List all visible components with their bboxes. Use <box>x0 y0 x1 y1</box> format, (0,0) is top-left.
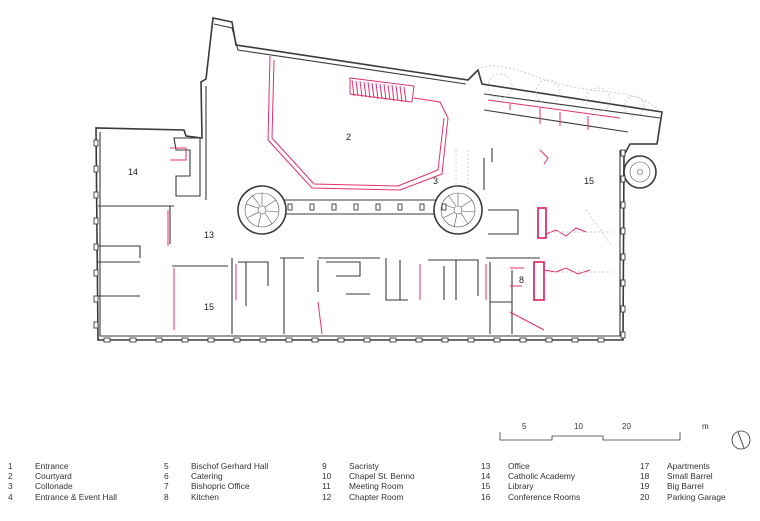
pilaster <box>103 337 111 343</box>
pilaster <box>207 337 215 343</box>
scale-bar: 5 10 20 m <box>499 422 709 441</box>
north-arrow-icon <box>731 430 751 450</box>
pilaster <box>415 337 423 343</box>
scale-tick-10: 10 <box>574 422 583 431</box>
room-label-14: 14 <box>128 167 138 177</box>
east-wing-fitout <box>487 99 621 331</box>
spiral-stair-east <box>433 185 483 235</box>
pilaster <box>181 337 189 343</box>
room-label-2: 2 <box>346 132 351 142</box>
spiral-stair-west <box>237 185 287 235</box>
pilaster <box>311 337 319 343</box>
west-wing-fitout <box>167 147 487 335</box>
pilaster <box>93 191 99 199</box>
pilaster <box>309 203 315 211</box>
pilaster <box>397 203 403 211</box>
pilaster <box>337 337 345 343</box>
pilaster <box>441 337 449 343</box>
pilaster <box>331 203 337 211</box>
pilaster <box>353 203 359 211</box>
pilaster <box>571 337 579 343</box>
room-label-15-east: 15 <box>584 176 594 186</box>
pilaster <box>419 203 425 211</box>
pilaster <box>620 149 626 157</box>
pilaster <box>620 175 626 183</box>
pilaster <box>93 295 99 303</box>
pilaster <box>467 337 475 343</box>
room-label-15-west: 15 <box>204 302 214 312</box>
scale-tick-20: 20 <box>622 422 631 431</box>
room-label-8: 8 <box>519 275 524 285</box>
pilaster <box>620 253 626 261</box>
building-outline <box>95 17 663 341</box>
pilaster <box>93 269 99 277</box>
pilaster <box>93 243 99 251</box>
pilaster <box>93 321 99 329</box>
pilaster <box>620 201 626 209</box>
pilaster <box>493 337 501 343</box>
pilaster <box>93 165 99 173</box>
pilaster <box>233 337 241 343</box>
room-label-3: 3 <box>433 176 438 186</box>
pilaster <box>620 279 626 287</box>
pilaster <box>441 203 447 211</box>
pilaster <box>620 227 626 235</box>
pilaster <box>259 337 267 343</box>
pilasters <box>93 139 626 343</box>
pilaster <box>620 331 626 339</box>
pilaster <box>93 217 99 225</box>
pilaster <box>287 203 293 211</box>
pilaster <box>129 337 137 343</box>
pilaster <box>155 337 163 343</box>
pilaster <box>519 337 527 343</box>
pilaster <box>545 337 553 343</box>
overhead-lines <box>455 65 661 188</box>
pilaster <box>285 337 293 343</box>
room-label-13: 13 <box>204 230 214 240</box>
scale-tick-5: 5 <box>522 422 527 431</box>
courtyard-stairs <box>351 79 407 103</box>
pilaster <box>389 337 397 343</box>
courtyard-outline <box>267 55 449 191</box>
pilaster <box>375 203 381 211</box>
pilaster <box>620 305 626 313</box>
pilaster <box>597 337 605 343</box>
pilaster <box>93 139 99 147</box>
pilaster <box>363 337 371 343</box>
spiral-stair-northeast <box>623 155 657 189</box>
scale-unit: m <box>702 422 709 431</box>
